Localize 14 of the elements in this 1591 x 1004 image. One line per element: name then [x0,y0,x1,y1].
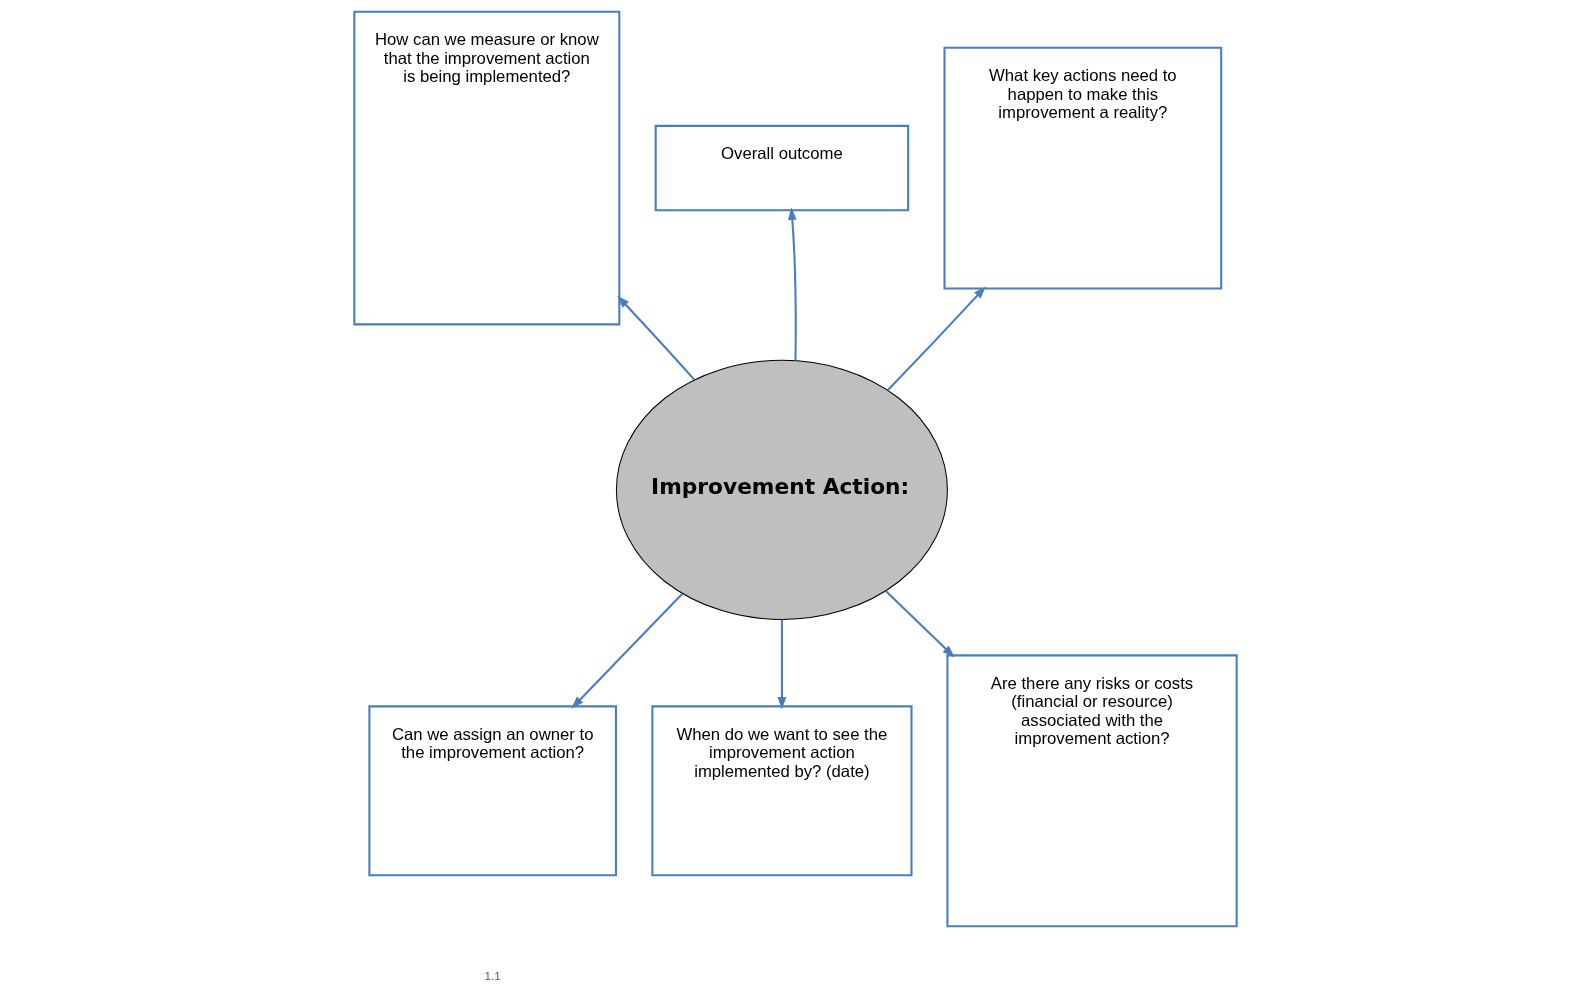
arrow [617,295,696,381]
node-box: How can we measure or know that the improvement action is being implemented? [353,10,621,326]
arrow [885,590,955,658]
arrow [571,592,684,709]
node-box: When do we want to see the improvement action implemented by? (date) [651,705,913,877]
node-box: Can we assign an owner to the improvement action? [368,705,618,877]
node-box: What key actions need to happen to make this improvement a reality? [943,46,1223,290]
node-ellipse: Improvement Action: [615,359,948,620]
node-box: Overall outcome [654,124,910,212]
node-box: Are there any risks or costs (financial or resource) associated with the improvement action? [946,654,1238,928]
arrow [787,207,797,361]
label: 1.1 [484,969,501,983]
arrow [777,619,787,710]
arrow [886,286,986,391]
